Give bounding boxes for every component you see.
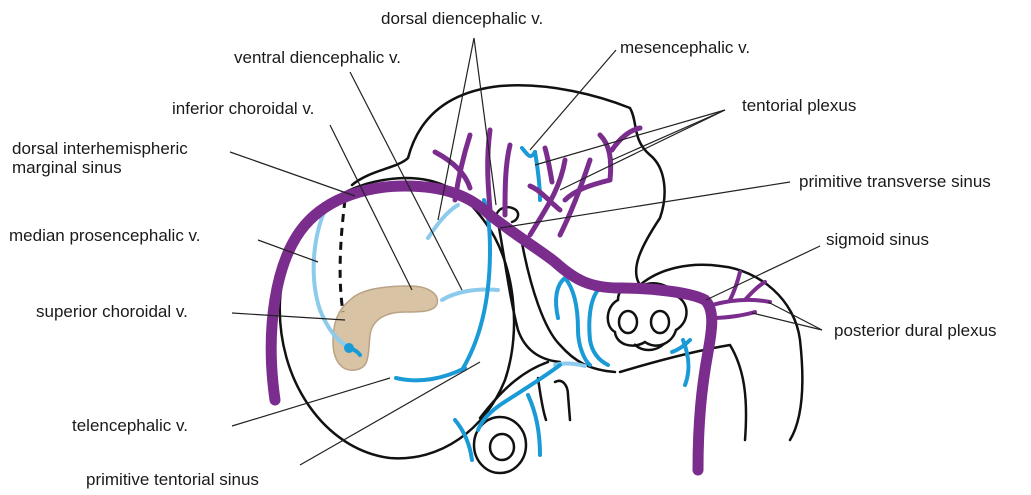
brain-outline-group (280, 85, 803, 458)
label-median-prosencephalic-v: median prosencephalic v. (9, 226, 201, 245)
leader-lines (230, 38, 822, 465)
label-primitive-tentorial-sinus: primitive tentorial sinus (86, 470, 259, 489)
arch-outline-2 (555, 381, 570, 420)
tentorial-branch-3 (505, 145, 510, 215)
optic-cup-inner (490, 434, 514, 460)
tentorial-branch-6 (565, 180, 610, 200)
mesencephalic-branch (522, 148, 535, 156)
leader-superior-choroidal (232, 313, 345, 320)
leader-inferior-choroidal (330, 125, 412, 290)
label-telencephalic-v: telencephalic v. (72, 416, 188, 435)
hindbrain-outline (620, 345, 746, 440)
diencephalic-loop (556, 278, 590, 365)
leader-telencephalic (232, 378, 390, 426)
otic-vesicle-right-hole (651, 311, 669, 333)
label-tentorial-plexus: tentorial plexus (742, 96, 856, 115)
otic-vesicle-left-hole (619, 311, 637, 333)
choroid-plexus-shape (333, 286, 437, 370)
leader-posterior-dural-1 (768, 302, 822, 330)
lower-arch-vein-2 (528, 395, 540, 455)
leader-primitive-tentorial (300, 362, 480, 465)
label-superior-choroidal-v: superior choroidal v. (36, 302, 188, 321)
sinus-group (271, 128, 770, 470)
label-ventral-diencephalic-v: ventral diencephalic v. (234, 48, 401, 67)
label-dorsal-interhemispheric-marginal-sinus: dorsal interhemispheric marginal sinus (12, 139, 188, 177)
telencephalic-vein (396, 368, 465, 380)
label-posterior-dural-plexus: posterior dural plexus (834, 321, 997, 340)
interhemispheric-dashed (340, 200, 345, 312)
mesencephalon-outline (352, 85, 802, 440)
leader-dorsal-diencephalic-2 (474, 38, 496, 205)
label-sigmoid-sinus: sigmoid sinus (826, 230, 929, 249)
leader-tentorial-1 (535, 110, 725, 165)
posterior-dural-branch-1 (712, 300, 770, 305)
inferior-choroidal-vein (442, 289, 498, 300)
hindbrain-vein-left (589, 290, 608, 365)
primitive-tentorial-sinus-vein (462, 200, 490, 370)
leader-dorsal-interhemispheric (230, 152, 355, 196)
label-primitive-transverse-sinus: primitive transverse sinus (799, 172, 991, 191)
label-mesencephalic-v: mesencephalic v. (620, 38, 750, 57)
leader-sigmoid (706, 246, 820, 300)
label-dorsal-diencephalic-v: dorsal diencephalic v. (381, 9, 543, 28)
superior-choroidal-dot (344, 343, 354, 353)
tentorial-branch-11 (545, 148, 552, 182)
arch-outline-1 (538, 378, 546, 420)
posterior-dural-branch-3 (745, 282, 765, 300)
leader-posterior-dural-2 (752, 313, 822, 330)
leader-primitive-transverse (500, 182, 790, 228)
label-inferior-choroidal-v: inferior choroidal v. (172, 99, 314, 118)
tentorial-branch-9 (600, 135, 611, 180)
posterior-dural-branch-4 (712, 312, 755, 318)
